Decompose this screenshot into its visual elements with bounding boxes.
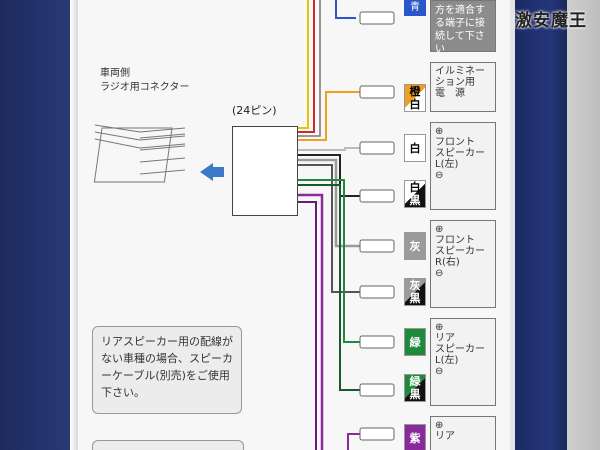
minus-sign: ⊖ <box>435 366 444 377</box>
color-tag-white: 白 <box>404 134 426 162</box>
seller-logo: 激安魔王 <box>515 6 597 34</box>
front-speaker-left-box: ⊕ フロント スピーカー L(左) ⊖ <box>430 122 496 210</box>
tag-bottom-text: 白 <box>409 98 421 111</box>
terminal <box>359 335 395 349</box>
package-left-border <box>0 0 78 450</box>
tag-text: 緑 <box>409 335 421 349</box>
box-line: フロント <box>435 137 475 148</box>
tag-text: 灰 <box>409 239 421 253</box>
rear-speaker-note: リアスピーカー用の配線がない車種の場合、スピーカーケーブル(別売)をご使用下さい… <box>92 326 242 414</box>
wire-red <box>296 0 315 133</box>
box-line: リア <box>435 333 455 344</box>
wire-white-black <box>296 154 360 197</box>
color-tag-green: 緑 <box>404 328 426 356</box>
minus-sign: ⊖ <box>435 268 444 279</box>
terminal <box>359 141 395 155</box>
vehicle-side-label: 車両側 <box>100 68 130 79</box>
color-tag-blue: 青 <box>404 0 426 16</box>
wire-purple-branch <box>347 433 360 450</box>
tag-text: 紫 <box>409 431 421 445</box>
box-line: スピーカー <box>435 148 485 159</box>
tag-bottom-text: 黒 <box>409 194 421 207</box>
plus-sign: ⊕ <box>435 420 444 431</box>
box-line: スピーカー <box>435 344 485 355</box>
terminal <box>359 427 395 441</box>
arrow-left-icon <box>200 163 213 181</box>
tag-top-text: 緑 <box>409 375 421 388</box>
tag-top-text: 白 <box>409 181 421 194</box>
top-instruction-box: 方を適合する端子に接続して下さい <box>430 0 496 55</box>
harness-connector <box>232 126 298 216</box>
pin-count-label: (24ピン) <box>232 104 277 117</box>
front-speaker-right-box: ⊕ フロント スピーカー R(右) ⊖ <box>430 220 496 308</box>
plus-sign: ⊕ <box>435 126 444 137</box>
plus-sign: ⊕ <box>435 322 444 333</box>
box-line: イルミネー <box>435 66 485 77</box>
second-note-box <box>92 440 244 450</box>
box-line: スピーカー <box>435 246 485 257</box>
terminal <box>359 85 395 99</box>
tag-bottom-text: 黒 <box>409 292 421 305</box>
package-edge <box>567 0 600 450</box>
wire-purple-black <box>296 201 317 450</box>
seller-logo-text: 激安魔王 <box>515 11 587 31</box>
plus-sign: ⊕ <box>435 224 444 235</box>
terminal-plugs <box>359 11 395 441</box>
color-tag-white-black: 白 黒 <box>404 180 426 208</box>
terminal <box>359 189 395 203</box>
wire-black <box>296 0 321 137</box>
rear-speaker-left-box: ⊕ リア スピーカー L(左) ⊖ <box>430 318 496 406</box>
illumination-box: イルミネー ション用 電 源 <box>430 62 496 112</box>
terminal <box>359 239 395 253</box>
wire-gray-black <box>296 164 360 293</box>
wire-white <box>296 147 360 151</box>
box-line: ション用 <box>435 77 475 88</box>
wire-orange <box>296 91 360 141</box>
color-tag-gray-black: 灰 黒 <box>404 278 426 306</box>
package-right-border <box>510 0 567 450</box>
terminal <box>359 11 395 25</box>
tag-top-text: 橙 <box>409 85 421 98</box>
rear-speaker-right-box: ⊕ リア <box>430 416 496 450</box>
wire-purple <box>296 193 324 450</box>
box-line: L(左) <box>435 355 459 366</box>
vehicle-connector-label: 車両側 ラジオ用コネクター <box>100 67 189 95</box>
wire-gray <box>296 158 360 248</box>
box-line: フロント <box>435 235 475 246</box>
color-tag-purple: 紫 <box>404 424 426 450</box>
color-tag-orange-white: 橙 白 <box>404 84 426 112</box>
note-text: リアスピーカー用の配線がない車種の場合、スピーカーケーブル(別売)をご使用下さい… <box>101 335 233 399</box>
minus-sign: ⊖ <box>435 170 444 181</box>
color-tag-green-black: 緑 黒 <box>404 374 426 402</box>
terminal <box>359 383 395 397</box>
wire-green-black <box>296 184 360 391</box>
tag-top-text: 灰 <box>409 279 421 292</box>
color-tag-gray: 灰 <box>404 232 426 260</box>
terminal <box>359 285 395 299</box>
tag-bottom-text: 黒 <box>409 388 421 401</box>
vehicle-connector-sketch <box>93 124 186 183</box>
box-line: リア <box>435 431 455 442</box>
box-line: L(左) <box>435 159 459 170</box>
tag-text: 白 <box>409 141 421 155</box>
box-line: R(右) <box>435 257 460 268</box>
top-instruction-text: 方を適合する端子に接続して下さい <box>435 5 485 55</box>
box-line: 電 源 <box>435 88 465 99</box>
arrow-tail <box>212 167 224 177</box>
wire-blue <box>335 0 356 19</box>
wire-green <box>296 179 360 343</box>
wire-yellow <box>296 0 309 129</box>
radio-connector-label: ラジオ用コネクター <box>100 82 190 93</box>
